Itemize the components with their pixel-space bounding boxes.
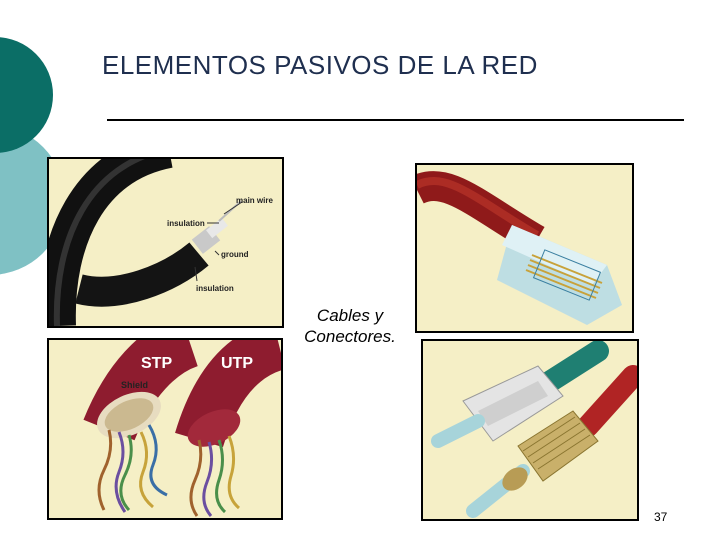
title-underline <box>107 119 684 121</box>
label-insulation-bottom: insulation <box>196 284 234 293</box>
fiber-connectors-image <box>421 339 639 521</box>
rj45-connector-image <box>415 163 634 333</box>
page-number: 37 <box>654 510 668 524</box>
caption-line-1: Cables y <box>316 306 384 325</box>
twisted-pair-image: STP UTP Shield <box>47 338 283 520</box>
label-main-wire: main wire <box>236 196 273 205</box>
label-insulation-top: insulation <box>167 219 205 228</box>
label-shield: Shield <box>121 380 148 390</box>
slide-title: ELEMENTOS PASIVOS DE LA RED <box>102 50 538 80</box>
label-stp: STP <box>141 355 172 372</box>
caption-line-2: Conectores. <box>304 327 396 346</box>
label-utp: UTP <box>221 355 253 372</box>
images-caption: Cables y Conectores. <box>290 305 410 347</box>
coaxial-cable-image: main wire insulation ground insulation <box>47 157 284 328</box>
label-ground: ground <box>221 250 249 259</box>
